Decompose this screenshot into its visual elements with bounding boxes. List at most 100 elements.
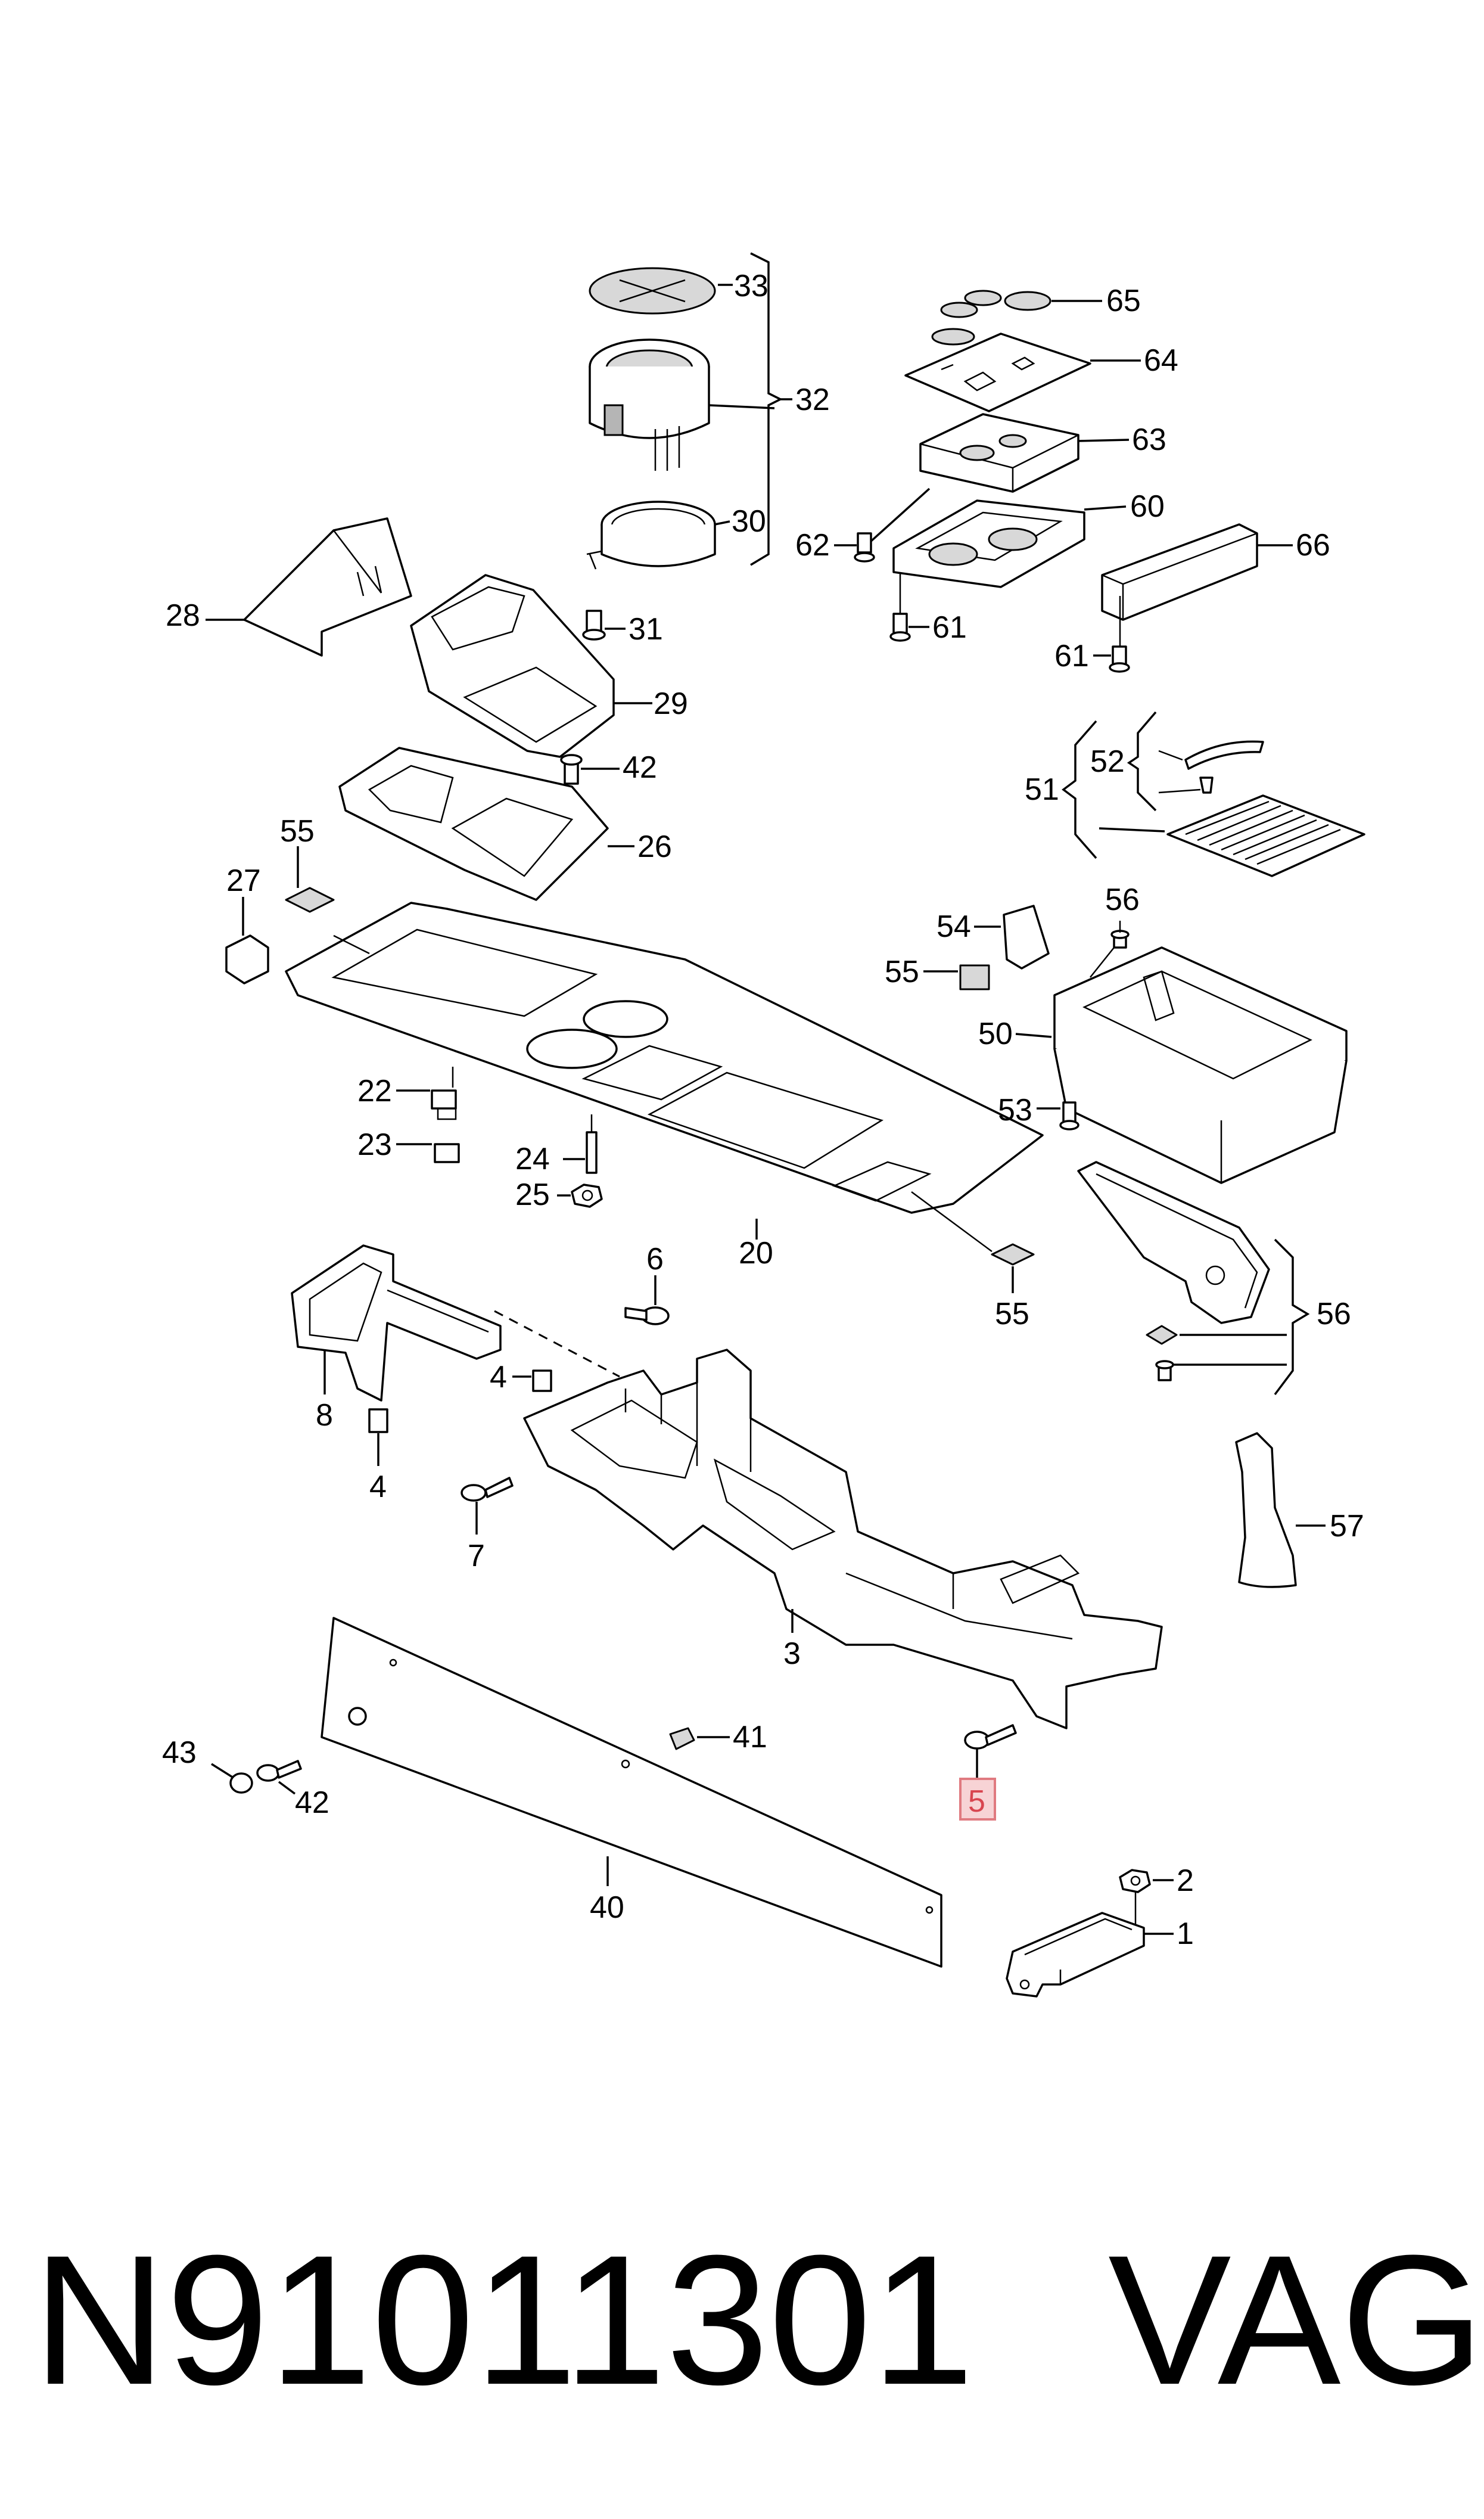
strip-52 — [1158, 740, 1264, 770]
tray-60 — [869, 487, 1127, 588]
label-29: 29 — [654, 687, 688, 721]
label-32: 32 — [795, 383, 830, 417]
bracket-1 — [1006, 1912, 1174, 1998]
clip-22 — [396, 1067, 457, 1120]
screw-61-b — [1093, 645, 1130, 673]
screw-42-bottom — [256, 1760, 302, 1795]
label-8: 8 — [316, 1398, 333, 1433]
highlight-box — [959, 1778, 996, 1821]
label-64: 64 — [1144, 343, 1178, 378]
panel-40 — [321, 1617, 942, 1968]
label-40: 40 — [590, 1890, 624, 1925]
label-43: 43 — [162, 1735, 197, 1770]
clip-52 — [1158, 776, 1214, 794]
buttons-65 — [931, 290, 1102, 346]
label-55-bottom: 55 — [995, 1297, 1029, 1331]
box-50 — [1015, 946, 1348, 1184]
part-labels: 33 32 30 31 28 29 42 26 55 27 65 64 63 6… — [162, 269, 1364, 1951]
bracket-56 — [1274, 1238, 1310, 1396]
label-62: 62 — [795, 528, 830, 563]
screw-61-a — [889, 572, 929, 642]
label-65: 65 — [1106, 284, 1141, 318]
trim-26 — [338, 747, 634, 901]
clip-23 — [396, 1143, 460, 1163]
label-27: 27 — [226, 864, 261, 898]
brand-name: VAG — [1108, 2216, 1484, 2423]
insert-63 — [919, 413, 1130, 493]
label-55-right: 55 — [885, 955, 919, 989]
panel-56 — [1077, 1161, 1270, 1324]
label-42-bottom: 42 — [295, 1785, 329, 1820]
part-number: N91011301 — [33, 2216, 974, 2423]
label-60: 60 — [1130, 489, 1165, 524]
pad-55-right — [923, 964, 990, 990]
label-4-left: 4 — [369, 1470, 387, 1504]
console-20 — [285, 902, 1044, 1240]
label-2: 2 — [1177, 1863, 1194, 1898]
label-63: 63 — [1132, 423, 1166, 457]
label-23: 23 — [357, 1128, 392, 1162]
label-22: 22 — [357, 1074, 392, 1108]
label-30: 30 — [732, 504, 766, 539]
label-57: 57 — [1330, 1509, 1364, 1543]
label-61-b: 61 — [1054, 639, 1089, 673]
lid-54 — [974, 905, 1050, 970]
label-50: 50 — [978, 1017, 1013, 1051]
frame-29 — [410, 574, 652, 758]
screw-7 — [461, 1477, 514, 1535]
pin-24 — [563, 1114, 598, 1174]
label-7: 7 — [468, 1539, 485, 1573]
label-1: 1 — [1177, 1917, 1194, 1951]
label-61-a: 61 — [932, 610, 967, 645]
screw-62 — [834, 532, 875, 563]
cup-holder-ring — [586, 501, 730, 570]
label-66: 66 — [1296, 528, 1330, 563]
panel-64 — [904, 333, 1141, 412]
cover-28 — [206, 517, 412, 657]
clip-56 — [1146, 1325, 1287, 1345]
clip-4-left — [368, 1408, 388, 1466]
bracket-8 — [291, 1244, 502, 1402]
label-54: 54 — [937, 909, 971, 944]
screw-56-top — [1090, 921, 1130, 978]
pad-55-top — [285, 846, 335, 913]
label-51: 51 — [1025, 772, 1059, 807]
pad-55-bottom — [911, 1191, 1035, 1293]
label-5: 5 — [968, 1784, 985, 1819]
label-28: 28 — [166, 598, 200, 633]
label-26: 26 — [637, 830, 672, 864]
box-66 — [1101, 523, 1293, 647]
label-3: 3 — [783, 1636, 801, 1671]
label-52: 52 — [1090, 744, 1125, 779]
screw-42-top — [560, 754, 620, 785]
label-42-top: 42 — [623, 750, 657, 785]
nut-25 — [557, 1184, 603, 1208]
label-31: 31 — [629, 612, 663, 647]
label-56-top: 56 — [1105, 883, 1140, 917]
label-53: 53 — [998, 1093, 1032, 1128]
tube-57 — [1235, 1432, 1326, 1588]
label-56-bottom: 56 — [1317, 1297, 1351, 1331]
label-20: 20 — [739, 1236, 773, 1271]
label-25: 25 — [515, 1178, 550, 1212]
screw-56-bottom — [1155, 1360, 1287, 1381]
screw-53 — [1037, 1101, 1079, 1130]
switch-27 — [225, 897, 269, 984]
frame-3 — [523, 1349, 1163, 1729]
clip-4-mid — [512, 1369, 552, 1392]
cap-43 — [211, 1763, 253, 1794]
cup-holder-cover — [589, 267, 733, 315]
screw-31 — [582, 610, 626, 641]
label-41: 41 — [733, 1720, 767, 1754]
label-24: 24 — [515, 1142, 550, 1176]
label-33: 33 — [734, 269, 769, 303]
label-6: 6 — [646, 1242, 664, 1276]
label-4-mid: 4 — [490, 1360, 507, 1394]
cup-holder-insert — [589, 338, 775, 471]
bracket-52 — [1127, 711, 1157, 812]
screw-6 — [494, 1275, 670, 1378]
mat-51 — [1099, 794, 1365, 877]
clip-41 — [669, 1727, 730, 1750]
screw-5 — [964, 1724, 1017, 1779]
